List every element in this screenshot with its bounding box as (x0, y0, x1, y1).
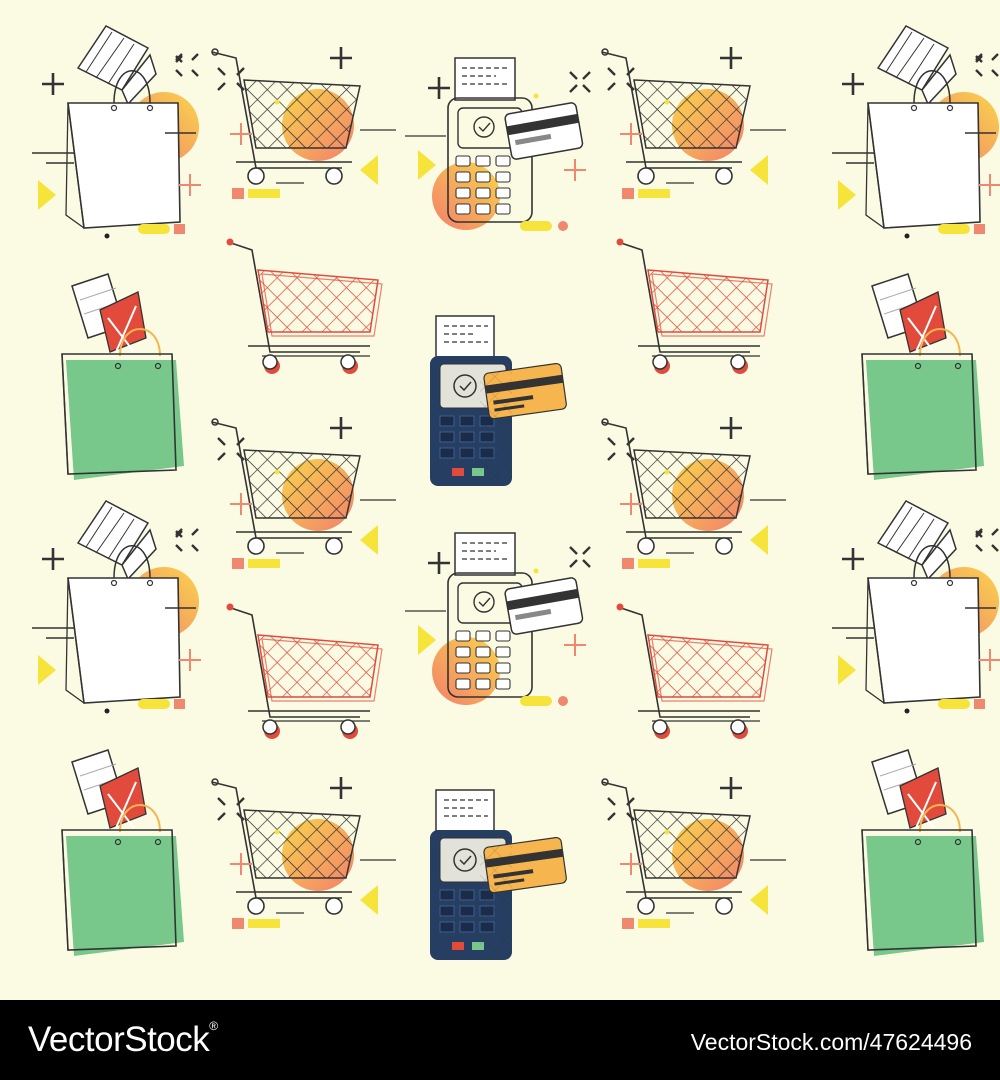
pattern-canvas (30, 24, 1000, 961)
payment-terminal-icon (403, 531, 592, 708)
footer-bar: VectorStock® VectorStock.com/47624496 (0, 1000, 1000, 1080)
shopping-pattern-artwork (0, 0, 1000, 1000)
shopping-cart-icon (600, 45, 788, 201)
shopping-cart-icon (210, 775, 398, 931)
shopping-cart-icon (210, 415, 398, 571)
red-shopping-cart-icon (615, 237, 773, 375)
green-gift-bag-icon (861, 273, 985, 481)
white-bag-icon (830, 499, 1000, 715)
payment-terminal-icon (403, 56, 592, 233)
shopping-cart-icon (600, 775, 788, 931)
red-shopping-cart-icon (615, 602, 773, 740)
white-bag-icon (830, 24, 1000, 240)
shopping-cart-icon (600, 415, 788, 571)
green-gift-bag-icon (861, 749, 985, 957)
brand-logo[interactable]: VectorStock® (28, 1016, 218, 1064)
green-gift-bag-icon (61, 749, 185, 957)
stock-image-id: VectorStock.com/47624496 (690, 1029, 972, 1055)
dark-payment-terminal-icon (429, 789, 568, 961)
dark-payment-terminal-icon (429, 315, 568, 487)
green-gift-bag-icon (61, 273, 185, 481)
pattern-tiles (30, 24, 1000, 961)
registered-mark: ® (209, 1019, 218, 1033)
white-bag-icon (30, 499, 203, 715)
brand-name: VectorStock (28, 1020, 210, 1059)
shopping-cart-icon (210, 45, 398, 201)
red-shopping-cart-icon (225, 602, 383, 740)
red-shopping-cart-icon (225, 237, 383, 375)
white-bag-icon (30, 24, 203, 240)
